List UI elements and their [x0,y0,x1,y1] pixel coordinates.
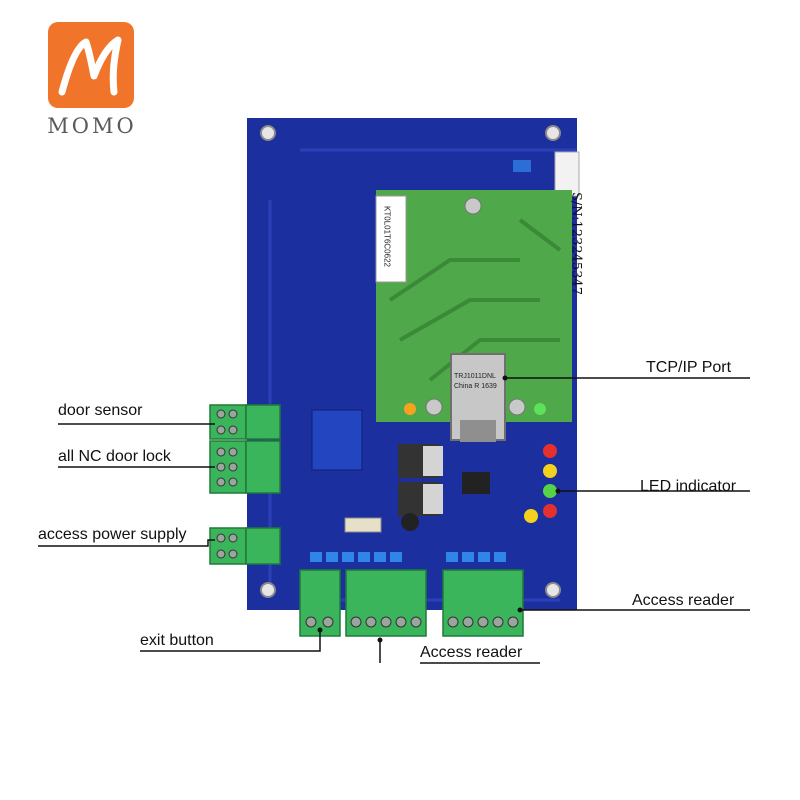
label-access-reader-bottom: Access reader [420,644,523,661]
resistor [344,517,382,533]
ic-chip [462,472,490,494]
logo-mark-icon [58,36,122,96]
label-nc-door-lock: all NC door lock [58,448,171,465]
label-access-reader-right: Access reader [632,592,735,609]
module-led-orange [404,403,416,415]
label-tcpip-port: TCP/IP Port [646,359,732,376]
blue-capacitor [513,160,531,172]
led-yellow [543,464,557,478]
relay [311,409,363,471]
serial-number: S/N:123245347 [568,191,584,296]
module-screw [425,398,443,416]
terminal-exit-button [299,569,341,637]
rj45-opening [460,420,496,442]
terminal-door-sensor [209,404,247,440]
brand-logo [48,22,134,108]
module-sticker [375,195,407,283]
mount-hole [260,582,276,598]
mount-hole [260,125,276,141]
terminal-door-lock [209,440,247,494]
brand-name: MOMO [47,114,137,138]
led-green [543,484,557,498]
label-access-power-supply: access power supply [38,526,187,543]
mount-hole [545,125,561,141]
led-red [543,444,557,458]
label-led-indicator: LED indicator [640,478,737,495]
white-connector [554,151,580,197]
terminal-power [209,527,247,565]
rj45-jack-text: TRJ1011DNL China R 1639 [454,373,497,390]
led-red [543,504,557,518]
module-screw [464,197,482,215]
label-door-sensor: door sensor [58,402,143,419]
callout-lines [38,377,750,664]
module-led-green [534,403,546,415]
label-exit-button: exit button [140,632,214,649]
module-screw [508,398,526,416]
mount-hole [545,582,561,598]
led-yellow [524,509,538,523]
module-sticker-code: KT0L01T6C0622 [382,206,392,267]
capacitor [401,513,419,531]
